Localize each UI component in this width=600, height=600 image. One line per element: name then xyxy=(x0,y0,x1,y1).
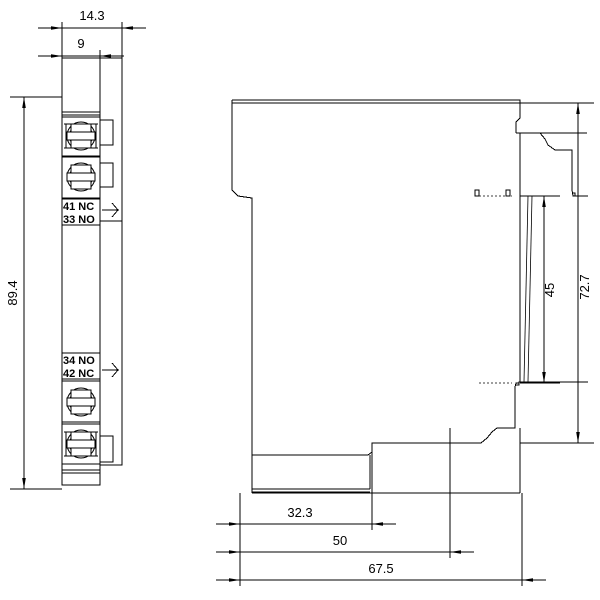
dim-label-67-5: 67.5 xyxy=(368,561,393,576)
front-view-body-outline xyxy=(61,57,123,486)
screw-bottom-1 xyxy=(66,387,96,417)
terminal-top-2 xyxy=(61,156,101,199)
front-view-lug-bottom xyxy=(99,435,114,463)
side-view-hatch-band xyxy=(474,189,512,197)
side-view-upper-step xyxy=(516,132,575,197)
front-view-lug-top xyxy=(99,119,114,146)
dim-label-14-3: 14.3 xyxy=(79,8,104,23)
dim-label-50: 50 xyxy=(333,533,347,548)
front-view-lug-upper xyxy=(99,162,114,188)
terminal-top-1 xyxy=(61,116,101,157)
side-view xyxy=(231,99,588,494)
side-view-base xyxy=(252,443,373,493)
side-view-mid-ledge xyxy=(572,192,588,197)
front-view: 41 NC 33 NO 34 NO 42 NC xyxy=(61,57,123,486)
leader-arrow-bottom xyxy=(102,362,120,378)
label-34no: 34 NO xyxy=(63,355,95,367)
side-view-lower-ledge xyxy=(515,381,588,386)
label-plate-bottom: 34 NO 42 NC xyxy=(61,352,101,380)
dim-label-9: 9 xyxy=(77,36,84,51)
label-plate-top: 41 NC 33 NO xyxy=(61,198,101,226)
leader-arrow-top xyxy=(102,202,120,218)
front-view-top-cap xyxy=(62,111,100,116)
dim-label-32-3: 32.3 xyxy=(287,505,312,520)
front-view-bottom-cap xyxy=(62,469,100,474)
dimension-72-7: 72.7 xyxy=(520,102,594,444)
dimension-45: 45 xyxy=(520,195,560,384)
dim-label-45: 45 xyxy=(542,283,557,297)
screw-bottom-2 xyxy=(66,429,96,459)
terminal-bottom-1 xyxy=(61,380,101,423)
dimension-14-3: 14.3 xyxy=(38,8,146,58)
dimension-32-3: 32.3 xyxy=(216,493,396,530)
label-33no: 33 NO xyxy=(63,214,95,226)
side-view-internal-rails xyxy=(519,133,533,493)
dim-label-72-7: 72.7 xyxy=(577,274,592,299)
dimension-67-5: 67.5 xyxy=(216,493,546,586)
side-view-outline xyxy=(231,99,587,493)
dim-label-89-4: 89.4 xyxy=(5,280,20,305)
label-42nc: 42 NC xyxy=(63,368,94,380)
terminal-bottom-2 xyxy=(61,423,101,465)
dimension-89-4: 89.4 xyxy=(5,96,62,490)
side-view-lower-step xyxy=(252,382,519,456)
screw-top-1 xyxy=(66,121,96,151)
label-41nc: 41 NC xyxy=(63,201,94,213)
screw-top-2 xyxy=(66,162,96,192)
dimension-9: 9 xyxy=(38,36,124,58)
